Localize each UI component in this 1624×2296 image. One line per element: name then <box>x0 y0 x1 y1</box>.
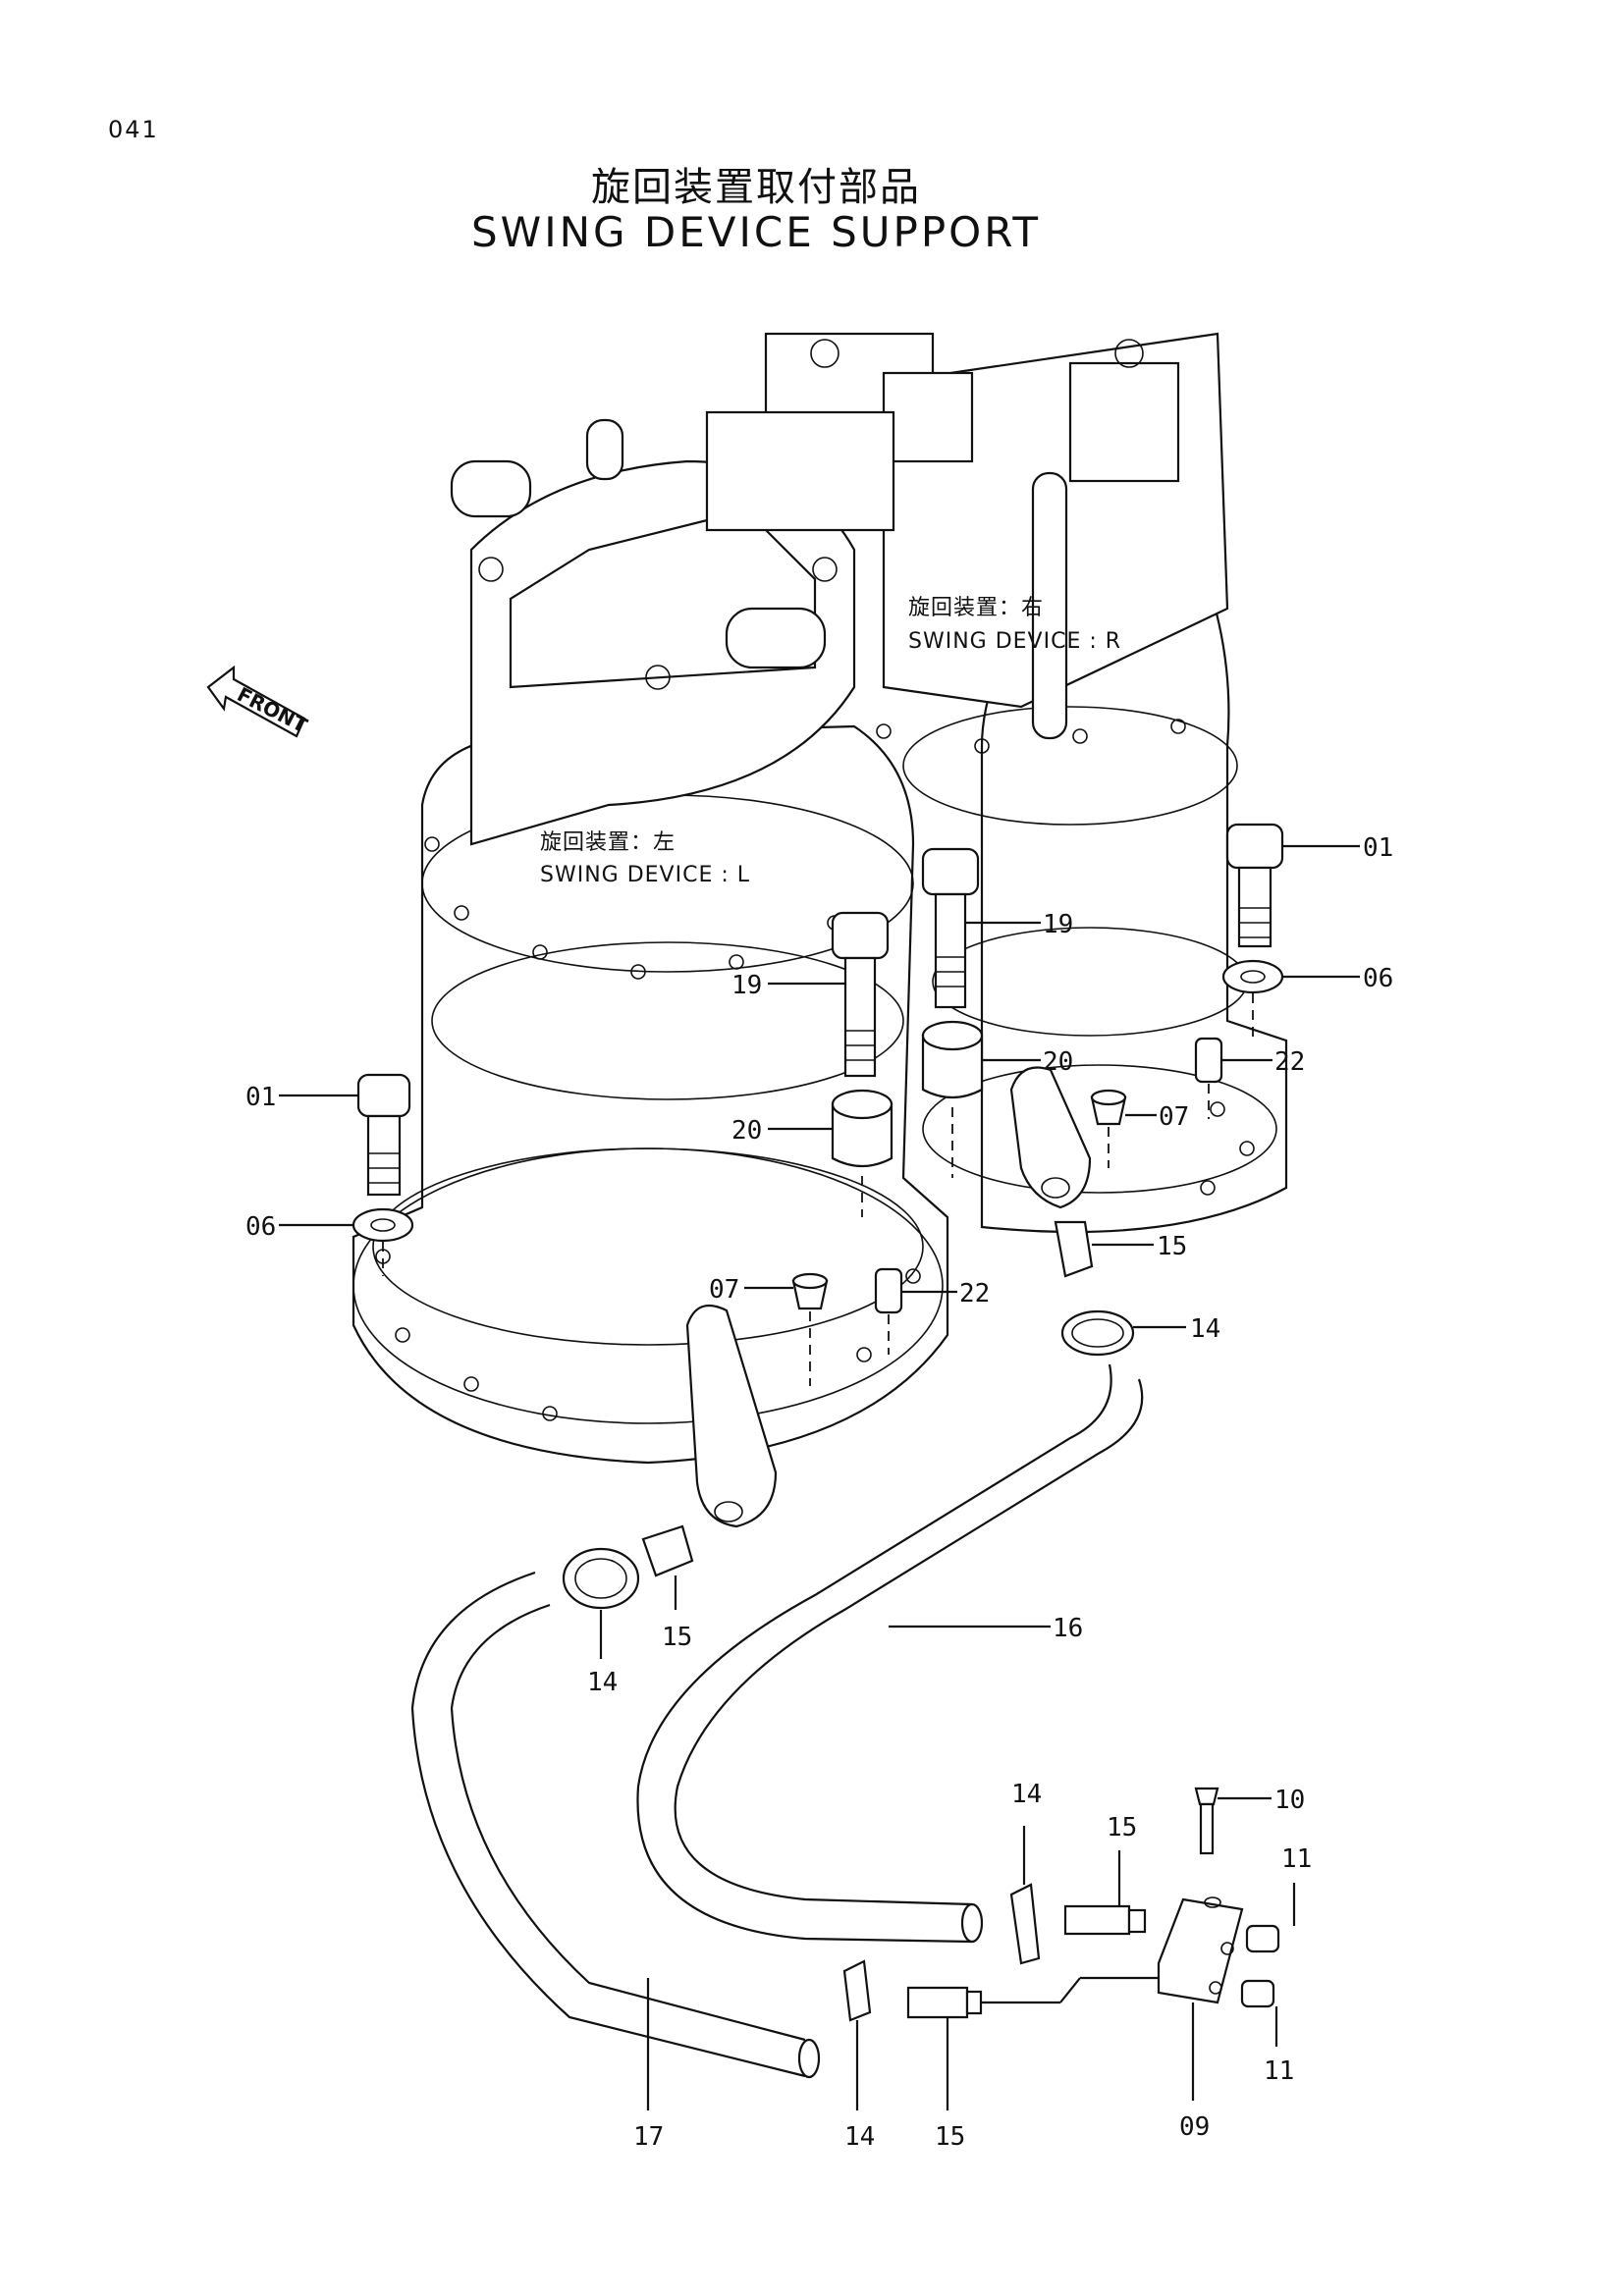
callout-01-right: 01 <box>1363 833 1393 863</box>
page-number: 041 <box>108 116 159 143</box>
bolt-01-right: 01 <box>1225 823 1393 948</box>
callout-14-right: 14 <box>1190 1314 1220 1344</box>
clamp-14-top: 14 <box>1009 1780 1042 1965</box>
adapter-15-right: 15 <box>1054 1220 1187 1278</box>
callout-22-right: 22 <box>1274 1047 1305 1077</box>
spacer-20-left: 20 <box>731 1089 893 1217</box>
callout-19-left: 19 <box>731 971 762 1000</box>
callout-10: 10 <box>1274 1786 1305 1815</box>
clamp-14-bottom: 14 <box>842 1959 875 2152</box>
callout-15-top: 15 <box>1107 1813 1137 1842</box>
callout-01-left: 01 <box>245 1083 276 1112</box>
plug-11-top: 11 <box>1245 1844 1312 1953</box>
callout-14-top: 14 <box>1011 1780 1042 1809</box>
callout-15-bottom: 15 <box>935 2122 965 2152</box>
adapter-15-top: 15 <box>1063 1813 1147 1936</box>
junction-block-09: 09 <box>1157 1896 1244 2142</box>
bolt-01-left: 01 <box>245 1073 411 1197</box>
callout-17: 17 <box>633 2122 664 2152</box>
washer-06-left: 06 <box>245 1207 414 1276</box>
adapter-15-left: 15 <box>641 1524 694 1652</box>
pin-22-right: 22 <box>1194 1037 1305 1119</box>
clamp-14-right: 14 <box>1060 1309 1220 1357</box>
plug-11-bottom: 11 <box>1240 1979 1294 2086</box>
callout-14-left: 14 <box>587 1668 618 1697</box>
callout-11-bottom: 11 <box>1264 2056 1294 2086</box>
callout-15-left: 15 <box>662 1623 692 1652</box>
callout-14-bottom: 14 <box>844 2122 875 2152</box>
bolt-19-right: 19 <box>921 847 1073 1009</box>
pin-22-left: 22 <box>874 1267 990 1355</box>
callout-22-left: 22 <box>959 1279 990 1308</box>
hose-17: 17 <box>410 1571 821 2152</box>
plug-07-left: 07 <box>709 1272 829 1386</box>
clamp-14-left: 14 <box>562 1547 640 1697</box>
callout-07-right: 07 <box>1159 1102 1189 1132</box>
title-english: SWING DEVICE SUPPORT <box>471 208 1041 256</box>
callout-09: 09 <box>1179 2112 1210 2142</box>
callout-06-right: 06 <box>1363 964 1393 993</box>
device-right-jp: 旋回装置：右 <box>908 596 1044 620</box>
callout-16: 16 <box>1053 1614 1083 1643</box>
washer-06-right: 06 <box>1221 959 1393 1041</box>
bolt-19-left: 19 <box>731 911 890 1078</box>
hose-16: 16 <box>636 1363 1144 1944</box>
callout-19-right: 19 <box>1043 910 1073 939</box>
callout-11-top: 11 <box>1281 1844 1312 1874</box>
title-japanese: 旋回装置取付部品 <box>591 165 921 210</box>
callout-15-right: 15 <box>1157 1232 1187 1261</box>
front-marker-label: FRONT <box>234 682 311 737</box>
adapter-15-bottom: 15 <box>906 1976 1159 2152</box>
device-right-en: SWING DEVICE : R <box>908 629 1121 654</box>
callout-07-left: 07 <box>709 1275 739 1305</box>
device-left-en: SWING DEVICE : L <box>540 863 750 887</box>
drain-elbow-right <box>1009 1066 1092 1209</box>
callout-20-left: 20 <box>731 1116 762 1146</box>
device-left-jp: 旋回装置：左 <box>540 830 676 855</box>
callout-06-left: 06 <box>245 1212 276 1242</box>
drain-elbow-left <box>685 1304 778 1528</box>
front-arrow-icon: FRONT <box>206 665 311 738</box>
bolt-10: 10 <box>1194 1786 1305 1855</box>
plug-07-right: 07 <box>1090 1089 1189 1168</box>
spacer-20-right: 20 <box>921 1020 1073 1178</box>
